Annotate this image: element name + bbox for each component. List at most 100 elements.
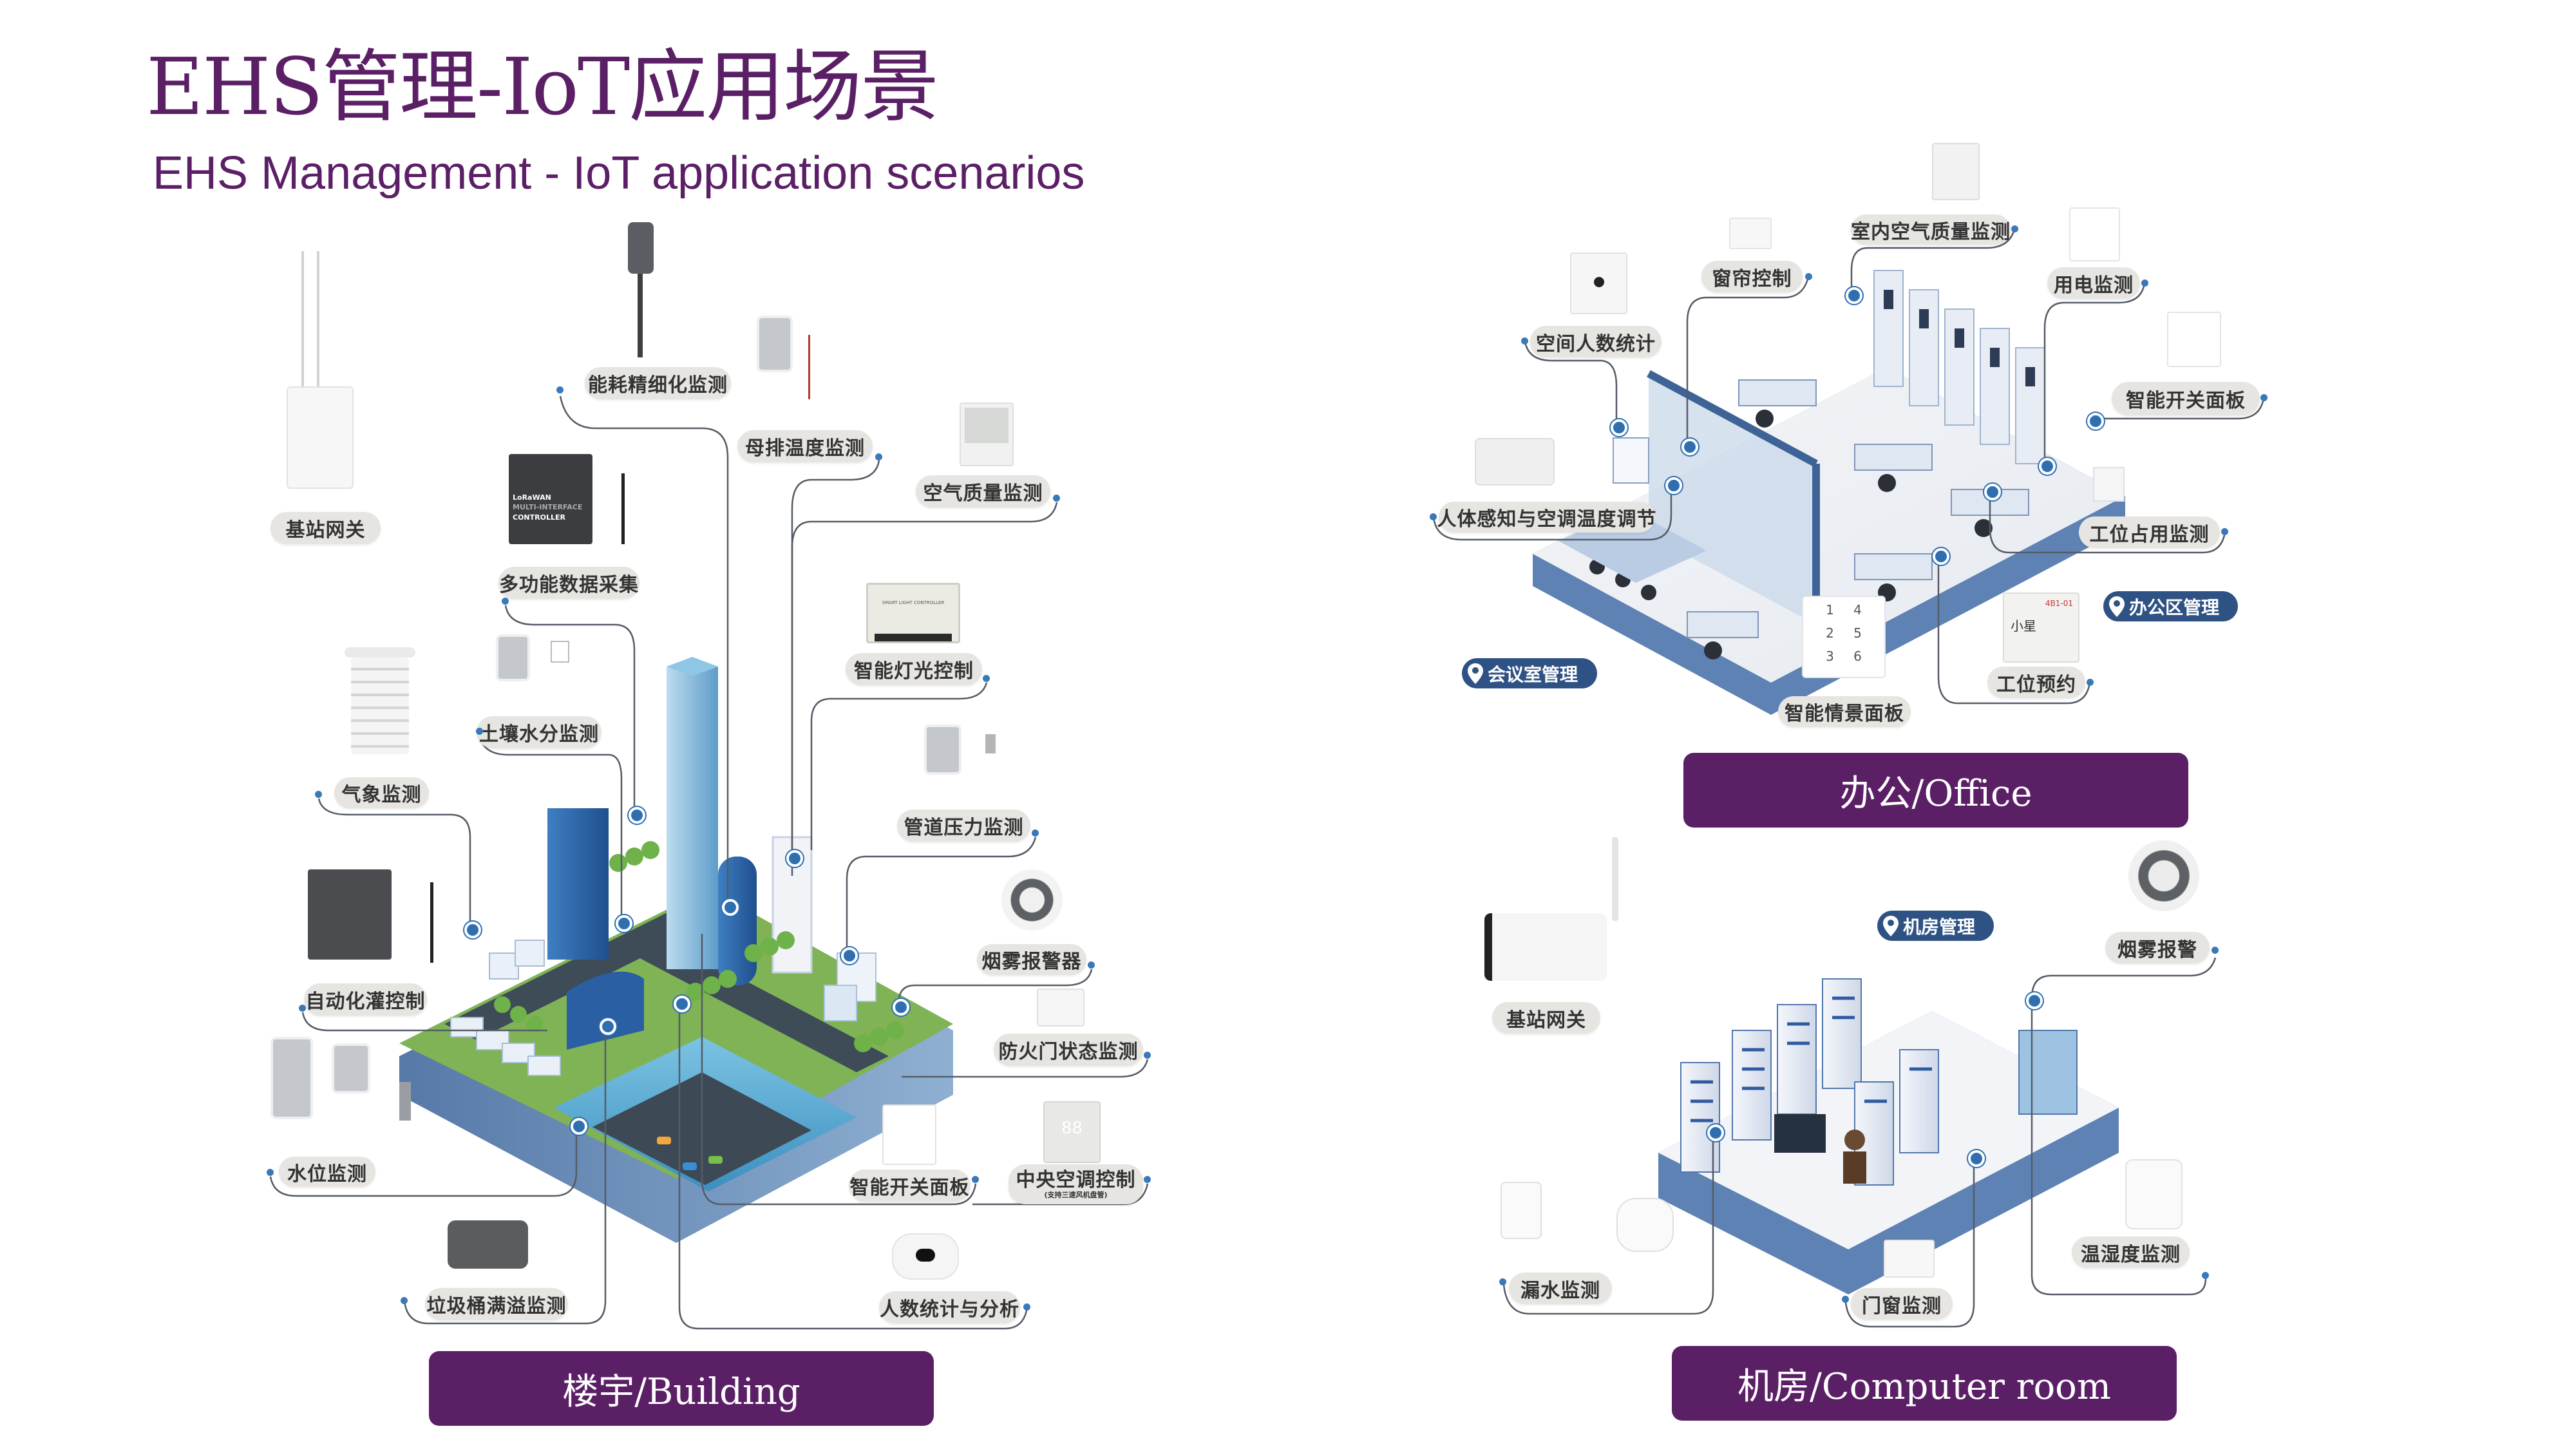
office-banner[interactable]: 办公/Office bbox=[1683, 753, 2188, 828]
platform-grass bbox=[399, 889, 953, 1179]
connector-dot bbox=[1053, 495, 1060, 502]
curved-building bbox=[567, 971, 644, 1050]
curtain-controller-device bbox=[1729, 218, 1772, 249]
connector-dot bbox=[1144, 1176, 1151, 1183]
label-water-level: 水位监测 bbox=[279, 1157, 375, 1187]
connector-dot bbox=[2260, 394, 2268, 401]
label-soil-moisture: 土壤水分监测 bbox=[477, 716, 601, 748]
zone-office-area-label: 办公区管理 bbox=[2129, 596, 2220, 618]
label-irrigation: 自动化灌控制 bbox=[304, 983, 427, 1016]
label-building-smart-switch: 智能开关面板 bbox=[849, 1170, 971, 1202]
connection-node bbox=[1681, 439, 1698, 455]
computer-room-banner[interactable]: 机房/Computer room bbox=[1672, 1346, 2177, 1421]
power-socket-device bbox=[2069, 207, 2120, 261]
building-connectors bbox=[269, 395, 1149, 1330]
computer-room-connectors bbox=[1502, 957, 2217, 1328]
space-counter-device bbox=[1570, 252, 1627, 314]
label-data-collector: 多功能数据采集 bbox=[498, 567, 639, 599]
scene-key[interactable]: 1 bbox=[1826, 602, 1834, 618]
connector-dot bbox=[2141, 279, 2148, 287]
label-energy-monitoring: 能耗精细化监测 bbox=[585, 367, 731, 399]
booking-display-device: 4B1-01 小星 bbox=[2003, 592, 2079, 663]
zone-server-room-label: 机房管理 bbox=[1903, 916, 1976, 938]
round-tower bbox=[718, 857, 757, 985]
connection-node bbox=[674, 996, 690, 1012]
connector-dot bbox=[1144, 1052, 1151, 1059]
label-building-gateway: 基站网关 bbox=[270, 512, 381, 544]
label-hvac-sub: (支持三速风机盘管) bbox=[1044, 1191, 1108, 1200]
zone-meeting-room[interactable]: 会议室管理 bbox=[1462, 658, 1597, 688]
presentation-board bbox=[1613, 437, 1649, 484]
computer-room-scene bbox=[1658, 978, 2119, 1294]
connector-dot bbox=[2011, 225, 2018, 232]
label-air-quality: 空气质量监测 bbox=[916, 475, 1050, 507]
controller-text-1: LoRaWAN bbox=[513, 493, 551, 502]
connector-dot bbox=[2202, 1272, 2209, 1279]
scene-key[interactable]: 5 bbox=[1853, 625, 1862, 641]
label-weather: 气象监测 bbox=[334, 777, 429, 808]
hvac-display: 88 bbox=[1061, 1119, 1083, 1138]
label-scene-panel: 智能情景面板 bbox=[1778, 696, 1911, 727]
switch-panel-device bbox=[2167, 312, 2221, 367]
label-hvac-text: 中央空调控制 bbox=[1016, 1168, 1136, 1191]
connector-dot bbox=[502, 598, 509, 605]
office-scene bbox=[1533, 270, 2125, 715]
room-smoke-device bbox=[2128, 840, 2199, 911]
connection-node bbox=[571, 1118, 587, 1135]
label-smoke-alarm: 烟雾报警器 bbox=[977, 944, 1086, 975]
connection-node bbox=[841, 947, 858, 964]
zone-server-room[interactable]: 机房管理 bbox=[1877, 911, 1994, 941]
controller-text-2: MULTI-INTERFACE bbox=[513, 503, 583, 512]
ups-cabinet bbox=[2018, 1030, 2078, 1115]
connector-dot bbox=[401, 1297, 408, 1304]
scene-key[interactable]: 3 bbox=[1826, 649, 1834, 664]
connector-dot bbox=[1023, 1303, 1030, 1311]
pipe-pressure-device bbox=[921, 724, 1011, 802]
connector-dot bbox=[299, 1005, 306, 1012]
scene-panel-device: 1 4 2 5 3 6 bbox=[1802, 596, 1886, 678]
glass-wall bbox=[1649, 374, 1816, 625]
connection-node bbox=[893, 999, 909, 1016]
label-pipe-pressure: 管道压力监测 bbox=[897, 810, 1030, 842]
label-people-count: 人数统计与分析 bbox=[879, 1291, 1020, 1323]
scene-key[interactable]: 2 bbox=[1826, 625, 1834, 641]
label-indoor-air: 室内空气质量监测 bbox=[1851, 214, 2011, 245]
connector-dot bbox=[875, 453, 882, 460]
weather-station-device bbox=[345, 647, 415, 763]
connection-node bbox=[1984, 484, 2001, 500]
gateway-device bbox=[283, 251, 354, 496]
scene-key[interactable]: 4 bbox=[1853, 602, 1862, 618]
connection-node bbox=[1665, 477, 1682, 494]
page-subtitle: EHS Management - IoT application scenari… bbox=[153, 147, 1085, 199]
building-banner[interactable]: 楼宇/Building bbox=[429, 1351, 934, 1426]
connector-dot bbox=[1499, 1278, 1506, 1285]
label-room-smoke: 烟雾报警 bbox=[2105, 932, 2210, 963]
label-room-leak: 漏水监测 bbox=[1509, 1273, 1612, 1304]
connector-dot bbox=[315, 791, 322, 798]
connector-dot bbox=[556, 386, 564, 393]
water-level-device bbox=[270, 1037, 419, 1146]
temp-humidity-device bbox=[2125, 1159, 2183, 1229]
presence-sensor-device bbox=[1475, 438, 1555, 486]
light-controller-device: SMART LIGHT CONTROLLER bbox=[866, 583, 960, 643]
connection-node bbox=[616, 915, 632, 932]
connector-dot bbox=[1805, 273, 1812, 280]
fire-door-sensor-device bbox=[1037, 989, 1084, 1027]
data-collector-device: LoRaWAN MULTI-INTERFACE CONTROLLER bbox=[509, 454, 638, 551]
label-hvac-control: 中央空调控制 (支持三速风机盘管) bbox=[1009, 1164, 1143, 1204]
label-desk-booking: 工位预约 bbox=[1987, 667, 2085, 698]
controller-text-3: CONTROLLER bbox=[513, 513, 565, 522]
label-fire-door: 防火门状态监测 bbox=[994, 1034, 1143, 1066]
zone-office-area[interactable]: 办公区管理 bbox=[2103, 591, 2238, 621]
location-pin-icon bbox=[1468, 663, 1483, 684]
smoke-alarm-device bbox=[1001, 869, 1063, 931]
desks bbox=[1687, 379, 2029, 638]
connection-node bbox=[2039, 458, 2056, 475]
scene-key[interactable]: 6 bbox=[1853, 649, 1862, 664]
connection-node bbox=[464, 922, 481, 938]
connection-node bbox=[1707, 1124, 1724, 1141]
label-space-count: 空间人数统计 bbox=[1530, 326, 1662, 357]
connector-dot bbox=[983, 675, 990, 682]
air-quality-device bbox=[960, 402, 1014, 466]
label-power: 用电监测 bbox=[2047, 267, 2140, 299]
